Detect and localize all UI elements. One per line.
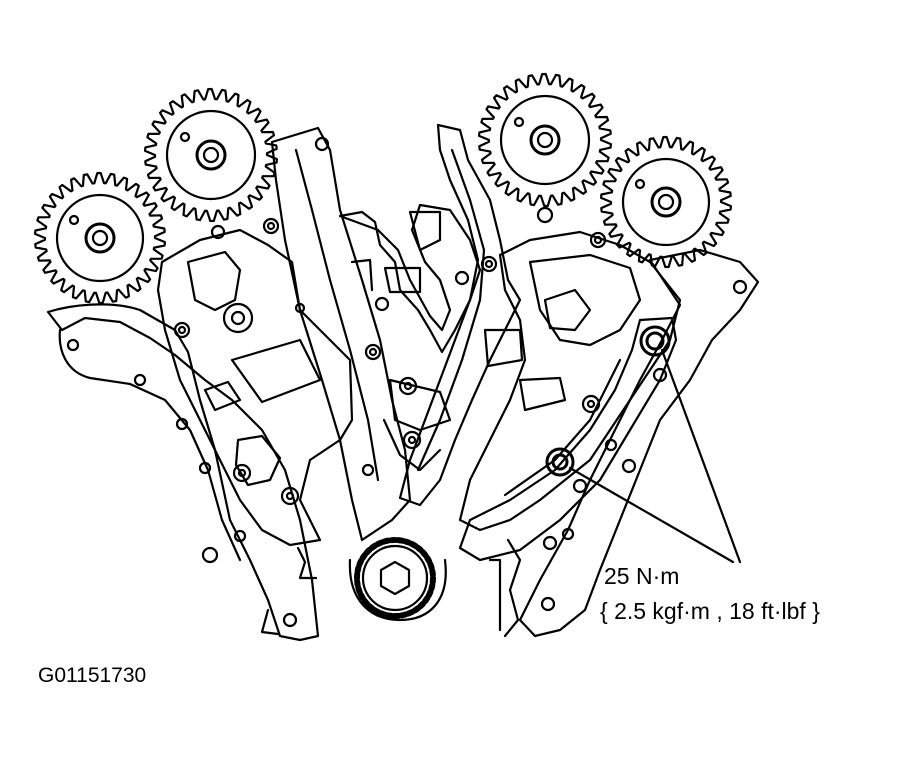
cam-sprocket-right-outer-teeth [600, 135, 732, 269]
cam-sprockets [34, 72, 732, 305]
cam-sprocket-left-outer-bolt-center [91, 229, 109, 247]
cam-sprocket-left-outer-teeth [34, 171, 166, 305]
cam-sprocket-left-outer-bolt [84, 222, 116, 254]
cam-sprocket-right-inner-bolt [529, 124, 561, 156]
cam-sprocket-right-inner-teeth [478, 72, 612, 208]
cam-sprocket-left-inner-teeth [144, 87, 278, 223]
torque-bolt-lower [545, 447, 575, 477]
crank-sprocket [348, 537, 447, 622]
torque-conversion-label: { 2.5 kgf·m , 18 ft·lbf } [600, 598, 820, 624]
left-chain-guide [270, 126, 412, 542]
cam-sprocket-right-outer [600, 135, 732, 269]
cam-sprocket-right-inner-pin [513, 116, 525, 128]
cam-sprocket-right-outer-pin [634, 178, 646, 190]
cam-sprocket-right-outer-bolt [650, 186, 682, 218]
cam-sprocket-right-inner [478, 72, 612, 208]
cam-sprocket-left-inner-bolt [195, 139, 227, 171]
cam-sprocket-right-inner-hub-ring [499, 94, 591, 186]
center-block [338, 203, 482, 354]
cam-sprocket-left-outer-hub-ring [55, 193, 145, 283]
leader-line-lower [568, 466, 735, 564]
cam-sprocket-left-outer [34, 171, 166, 305]
right-cam-housing [458, 230, 682, 532]
leader-line-upper [660, 348, 742, 564]
cam-sprocket-right-outer-bolt-center [657, 193, 675, 211]
left-cam-housing [156, 228, 354, 547]
cam-sprocket-right-outer-hub-ring [621, 157, 711, 247]
figure-id-label: G01151730 [38, 664, 147, 687]
torque-value-label: 25 N·m [604, 563, 680, 589]
cam-sprocket-left-inner [144, 87, 278, 223]
cam-sprocket-right-inner-bolt-center [536, 131, 554, 149]
right-tensioner [458, 316, 678, 562]
cam-sprocket-left-outer-pin [68, 214, 80, 226]
right-cover-plate [518, 248, 760, 638]
torque-bolt-upper [639, 325, 671, 357]
cam-sprocket-left-inner-hub-ring [165, 109, 257, 201]
cam-sprocket-left-inner-pin [179, 131, 191, 143]
cam-sprocket-left-inner-bolt-center [202, 146, 220, 164]
left-cover-plate [46, 303, 320, 642]
right-chain-guide [398, 123, 522, 507]
